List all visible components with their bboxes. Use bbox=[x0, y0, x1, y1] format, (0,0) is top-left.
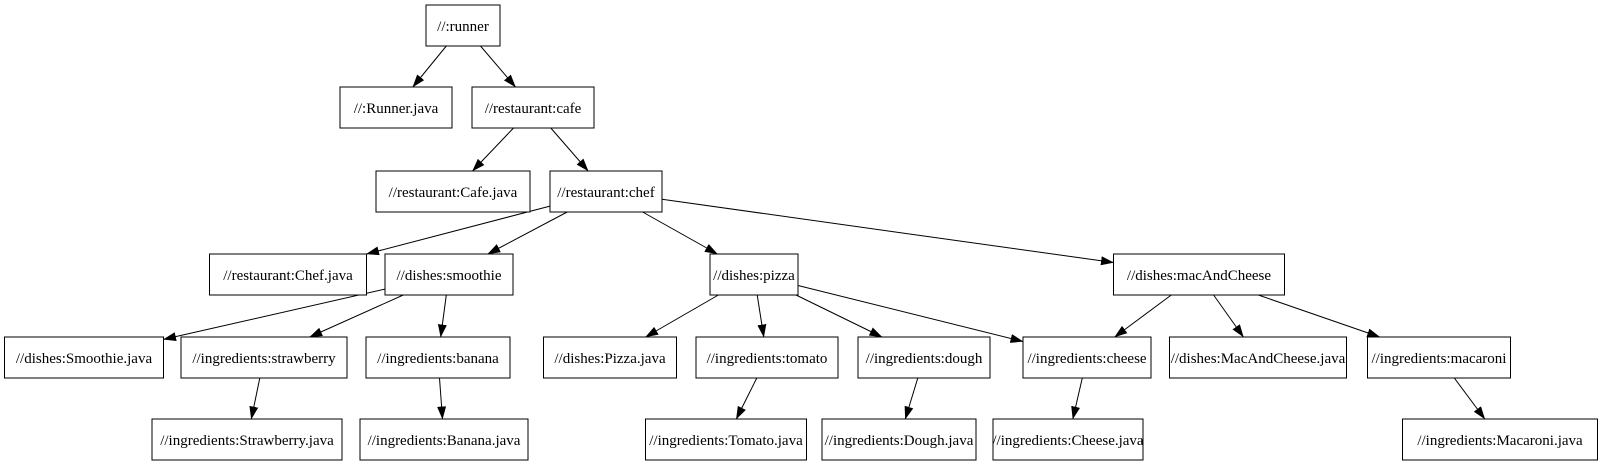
node-dough: //ingredients:dough bbox=[857, 336, 991, 379]
node-label-banana: //ingredients:banana bbox=[377, 351, 499, 367]
node-smoothie: //dishes:smoothie bbox=[384, 253, 514, 296]
node-label-smoothie_java: //dishes:Smoothie.java bbox=[16, 351, 153, 367]
node-strawberry_java: //ingredients:Strawberry.java bbox=[151, 418, 343, 461]
edge-smoothie-smoothie_java bbox=[163, 288, 386, 342]
edge-macAndCheese-macAndCheese_java bbox=[1213, 294, 1244, 338]
node-label-strawberry: //ingredients:strawberry bbox=[192, 351, 336, 367]
node-pizza_java: //dishes:Pizza.java bbox=[543, 336, 677, 379]
edge-pizza-tomato bbox=[756, 294, 767, 338]
edge-pizza-dough bbox=[795, 294, 883, 338]
node-tomato: //ingredients:tomato bbox=[695, 336, 839, 379]
node-box-pizza_java bbox=[543, 336, 677, 379]
edge-cafe-chef bbox=[550, 127, 589, 172]
edge-macaroni-macaroni_java bbox=[1453, 377, 1486, 420]
node-label-strawberry_java: //ingredients:Strawberry.java bbox=[160, 433, 334, 449]
node-box-macaroni_java bbox=[1402, 418, 1598, 461]
node-label-pizza: //dishes:pizza bbox=[713, 268, 795, 284]
node-label-chef: //restaurant:chef bbox=[557, 185, 654, 201]
edge-tomato-tomato_java bbox=[735, 377, 758, 420]
node-box-chef bbox=[549, 170, 663, 213]
edge-smoothie-strawberry bbox=[309, 294, 404, 338]
node-box-runner_java bbox=[339, 86, 453, 129]
node-tomato_java: //ingredients:Tomato.java bbox=[645, 418, 807, 461]
node-box-strawberry_java bbox=[151, 418, 343, 461]
node-label-macaroni: //ingredients:macaroni bbox=[1372, 351, 1507, 367]
node-strawberry: //ingredients:strawberry bbox=[180, 336, 348, 379]
node-box-tomato bbox=[695, 336, 839, 379]
edge-pizza-cheese bbox=[797, 285, 1024, 343]
edge-chef-chef_java bbox=[366, 205, 551, 256]
node-macAndCheese: //dishes:macAndCheese bbox=[1113, 253, 1285, 296]
node-box-macaroni bbox=[1367, 336, 1511, 379]
node-cafe_java: //restaurant:Cafe.java bbox=[375, 170, 531, 213]
node-label-macAndCheese_java: //dishes:MacAndCheese.java bbox=[1171, 351, 1346, 367]
node-cheese_java: //ingredients:Cheese.java bbox=[992, 418, 1144, 461]
node-box-cafe bbox=[471, 86, 595, 129]
edge-macAndCheese-macaroni bbox=[1258, 294, 1381, 338]
edge-chef-smoothie bbox=[487, 211, 568, 255]
node-box-banana bbox=[365, 336, 511, 379]
node-label-macaroni_java: //ingredients:Macaroni.java bbox=[1417, 433, 1583, 449]
edge-cheese-cheese_java bbox=[1071, 377, 1083, 420]
node-label-tomato: //ingredients:tomato bbox=[707, 351, 828, 367]
node-box-chef_java bbox=[209, 253, 367, 296]
node-box-strawberry bbox=[180, 336, 348, 379]
edges-layer bbox=[163, 45, 1486, 420]
node-box-dough bbox=[857, 336, 991, 379]
node-label-tomato_java: //ingredients:Tomato.java bbox=[649, 433, 803, 449]
node-runner: //:runner bbox=[425, 4, 501, 47]
node-cheese: //ingredients:cheese bbox=[1022, 336, 1152, 379]
edge-chef-pizza bbox=[642, 211, 718, 255]
node-label-dough_java: //ingredients:Dough.java bbox=[825, 433, 974, 449]
node-banana: //ingredients:banana bbox=[365, 336, 511, 379]
node-label-smoothie: //dishes:smoothie bbox=[397, 268, 502, 284]
node-runner_java: //:Runner.java bbox=[339, 86, 453, 129]
edge-cafe-cafe_java bbox=[472, 127, 514, 172]
node-cafe: //restaurant:cafe bbox=[471, 86, 595, 129]
node-smoothie_java: //dishes:Smoothie.java bbox=[4, 336, 164, 379]
node-box-smoothie bbox=[384, 253, 514, 296]
node-box-cheese_java bbox=[992, 418, 1144, 461]
node-box-macAndCheese_java bbox=[1169, 336, 1347, 379]
node-label-cheese_java: //ingredients:Cheese.java bbox=[992, 433, 1144, 449]
node-box-smoothie_java bbox=[4, 336, 164, 379]
node-label-cafe: //restaurant:cafe bbox=[485, 101, 582, 117]
node-label-cheese: //ingredients:cheese bbox=[1027, 351, 1146, 367]
node-box-dough_java bbox=[821, 418, 977, 461]
edge-macAndCheese-cheese bbox=[1114, 294, 1172, 338]
nodes-layer: //:runner //:Runner.java //restaurant:cafe… bbox=[4, 4, 1598, 461]
node-label-dough: //ingredients:dough bbox=[866, 351, 983, 367]
node-macAndCheese_java: //dishes:MacAndCheese.java bbox=[1169, 336, 1347, 379]
node-label-banana_java: //ingredients:Banana.java bbox=[368, 433, 521, 449]
node-label-macAndCheese: //dishes:macAndCheese bbox=[1127, 268, 1271, 284]
node-box-macAndCheese bbox=[1113, 253, 1285, 296]
edge-runner-runner_java bbox=[412, 45, 447, 88]
node-macaroni: //ingredients:macaroni bbox=[1367, 336, 1511, 379]
node-box-cheese bbox=[1022, 336, 1152, 379]
node-chef: //restaurant:chef bbox=[549, 170, 663, 213]
node-label-pizza_java: //dishes:Pizza.java bbox=[554, 351, 666, 367]
node-box-pizza bbox=[709, 253, 799, 296]
node-box-cafe_java bbox=[375, 170, 531, 213]
edge-strawberry-strawberry_java bbox=[249, 377, 261, 420]
node-label-runner_java: //:Runner.java bbox=[354, 101, 439, 117]
node-dough_java: //ingredients:Dough.java bbox=[821, 418, 977, 461]
node-macaroni_java: //ingredients:Macaroni.java bbox=[1402, 418, 1598, 461]
node-box-runner bbox=[425, 4, 501, 47]
node-box-tomato_java bbox=[645, 418, 807, 461]
node-box-banana_java bbox=[359, 418, 529, 461]
edge-runner-cafe bbox=[480, 45, 516, 88]
node-label-runner: //:runner bbox=[437, 19, 489, 35]
node-pizza: //dishes:pizza bbox=[709, 253, 799, 296]
node-banana_java: //ingredients:Banana.java bbox=[359, 418, 529, 461]
node-label-chef_java: //restaurant:Chef.java bbox=[223, 268, 353, 284]
edge-banana-banana_java bbox=[437, 377, 447, 420]
edge-dough-dough_java bbox=[904, 377, 919, 420]
node-label-cafe_java: //restaurant:Cafe.java bbox=[389, 185, 518, 201]
node-chef_java: //restaurant:Chef.java bbox=[209, 253, 367, 296]
edge-smoothie-banana bbox=[437, 294, 447, 338]
edge-chef-macAndCheese bbox=[661, 198, 1114, 266]
edge-pizza-pizza_java bbox=[645, 294, 719, 338]
